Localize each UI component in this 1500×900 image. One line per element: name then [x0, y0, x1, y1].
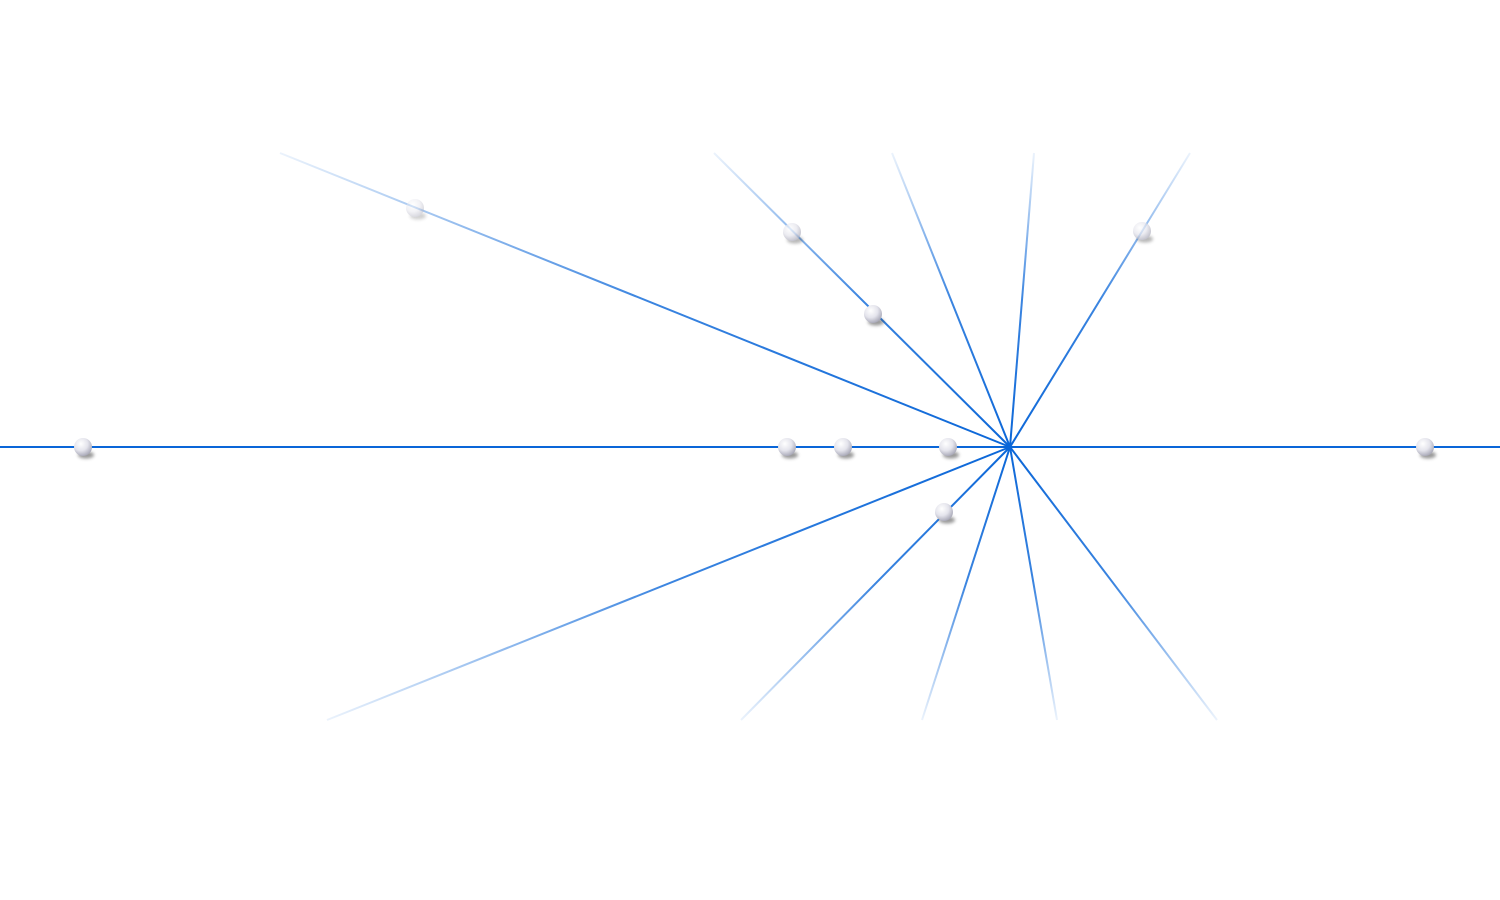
ray-line: [326, 446, 1011, 721]
ray-line: [1009, 446, 1218, 721]
sphere: [1133, 222, 1153, 243]
sphere: [939, 438, 959, 459]
ray-line: [921, 446, 1011, 721]
ray-lines: [0, 152, 1500, 721]
sphere: [74, 438, 94, 459]
sphere: [864, 305, 884, 326]
sphere: [406, 199, 426, 220]
sphere: [834, 438, 854, 459]
ray-line: [1009, 446, 1058, 721]
ray-line: [1009, 152, 1035, 448]
sphere: [778, 438, 798, 459]
ray-line: [891, 152, 1011, 448]
sphere: [783, 223, 803, 244]
ray-line: [1009, 152, 1191, 448]
spheres: [74, 199, 1436, 524]
ray-line: [713, 152, 1011, 448]
ray-line: [279, 152, 1011, 448]
sphere: [1416, 438, 1436, 459]
ray-line: [740, 446, 1011, 721]
sphere: [935, 503, 955, 524]
